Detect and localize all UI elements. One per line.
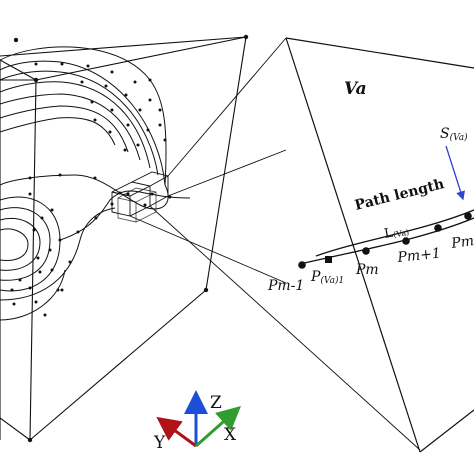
length-sub: (Va) xyxy=(392,228,409,240)
pm-plus-2-label: Pm xyxy=(449,233,474,252)
length-label: L(Va) xyxy=(383,223,410,242)
point-pm-plus-3 xyxy=(464,212,472,220)
path-points xyxy=(298,212,472,269)
s-va-main: S xyxy=(440,126,450,142)
region-va-outline xyxy=(285,37,474,453)
p-va-1-main: P xyxy=(310,269,321,285)
region-label: Va xyxy=(344,79,367,99)
path-curves xyxy=(299,209,474,265)
pm-plus-1-label: Pm+1 xyxy=(396,246,442,267)
p-va-1-label: P(Va)1 xyxy=(310,269,344,286)
x-axis-arrow xyxy=(195,406,241,448)
projection-lines xyxy=(129,37,421,451)
point-pm-minus-1 xyxy=(298,261,306,269)
point-pm xyxy=(362,247,370,255)
point-pm-plus-1 xyxy=(402,237,410,245)
s-va-arrow xyxy=(445,145,465,201)
s-va-label: S(Va) xyxy=(440,126,468,143)
z-axis-label: Z xyxy=(210,393,222,413)
pm-label: Pm xyxy=(355,262,379,278)
path-length-label: Path length xyxy=(353,176,446,214)
tool-path-upper xyxy=(0,46,169,210)
length-main: L xyxy=(383,226,394,242)
point-pm-plus-2 xyxy=(434,224,442,232)
y-axis-label: Y xyxy=(153,433,166,453)
point-p-va-1 xyxy=(325,256,332,263)
s-va-sub: (Va) xyxy=(450,132,469,143)
p-va-1-sub: (Va)1 xyxy=(320,275,344,286)
tool-path-lower-dots xyxy=(10,192,172,317)
x-axis-label: X xyxy=(224,425,237,445)
axis-gizmo: Z Y X xyxy=(153,390,241,453)
workspace-box xyxy=(0,36,247,441)
pm-minus-1-label: Pm-1 xyxy=(267,278,304,294)
box-corner-dots xyxy=(13,34,249,443)
tool-path-lower xyxy=(0,190,191,321)
y-axis-arrow xyxy=(156,416,197,448)
